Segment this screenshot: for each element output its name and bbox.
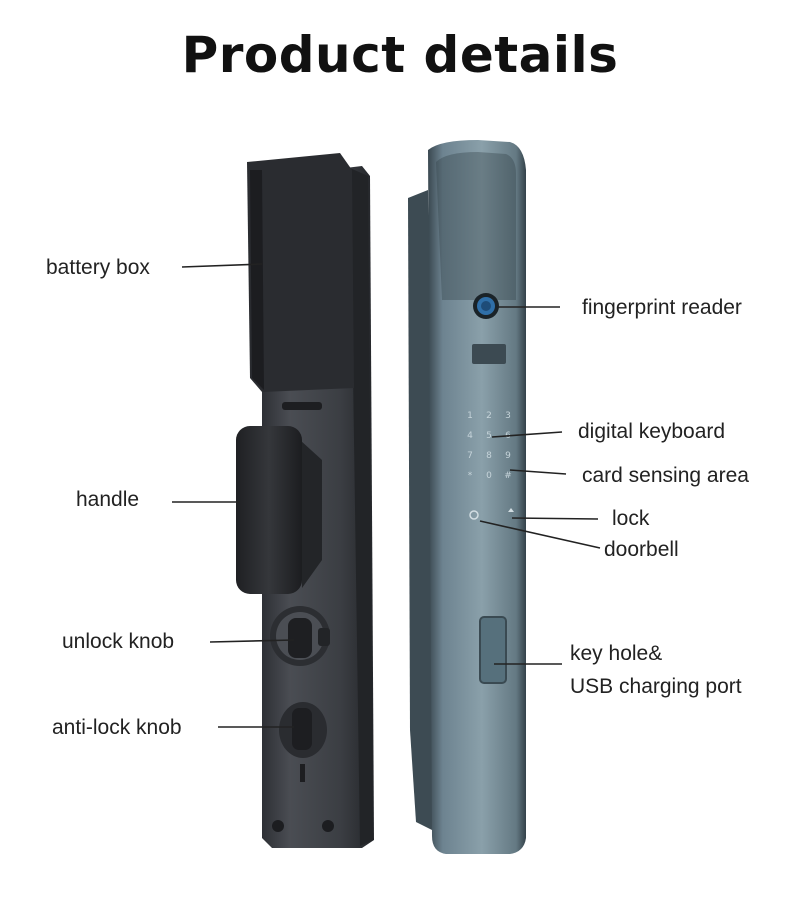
label-lock: lock <box>612 507 650 530</box>
anti-lock-knob <box>279 702 327 782</box>
leader-card-area <box>509 469 567 475</box>
leader-keyboard <box>491 431 563 438</box>
display-window <box>472 344 506 364</box>
label-anti-lock-knob: anti-lock knob <box>52 716 182 739</box>
fingerprint-reader <box>473 293 499 319</box>
lock-icon <box>508 508 514 512</box>
battery-box <box>247 153 354 410</box>
screw-left <box>272 820 284 832</box>
label-battery-box: battery box <box>46 256 150 279</box>
label-digital-keyboard: digital keyboard <box>578 420 726 443</box>
keypad-key: 4 <box>467 431 473 441</box>
label-key-hole-line2: USB charging port <box>570 674 742 698</box>
keypad-key: 2 <box>486 411 492 421</box>
keypad-key: 7 <box>467 451 473 461</box>
keypad-key: * <box>468 471 473 481</box>
key-hole-cover <box>479 616 507 684</box>
leader-battery-box <box>181 263 263 268</box>
label-doorbell: doorbell <box>604 538 679 561</box>
leader-lock <box>511 517 599 520</box>
keypad-key: 9 <box>505 451 511 461</box>
keypad-key: # <box>504 471 512 481</box>
keypad-key: 3 <box>505 411 511 421</box>
handle <box>236 426 322 594</box>
leader-doorbell <box>479 520 601 549</box>
doorbell-icon <box>469 510 479 520</box>
keypad-key: 5 <box>486 431 492 441</box>
label-unlock-knob: unlock knob <box>62 630 175 653</box>
page-title: Product details <box>181 26 619 84</box>
label-fingerprint-reader: fingerprint reader <box>582 296 742 319</box>
keypad-key: 0 <box>486 471 492 481</box>
label-handle: handle <box>76 488 140 511</box>
leader-lines <box>172 263 601 728</box>
front-panel <box>428 140 526 854</box>
unlock-knob <box>270 606 330 666</box>
label-key-hole-line1: key hole& <box>570 642 663 665</box>
label-card-sensing-area: card sensing area <box>582 464 749 487</box>
label-key-hole: key hole& USB charging port <box>570 638 790 703</box>
leader-unlock-knob <box>209 639 295 643</box>
keypad-key: 8 <box>486 451 492 461</box>
screw-right <box>322 820 334 832</box>
keypad-key: 1 <box>467 411 473 421</box>
back-slot <box>282 402 322 410</box>
